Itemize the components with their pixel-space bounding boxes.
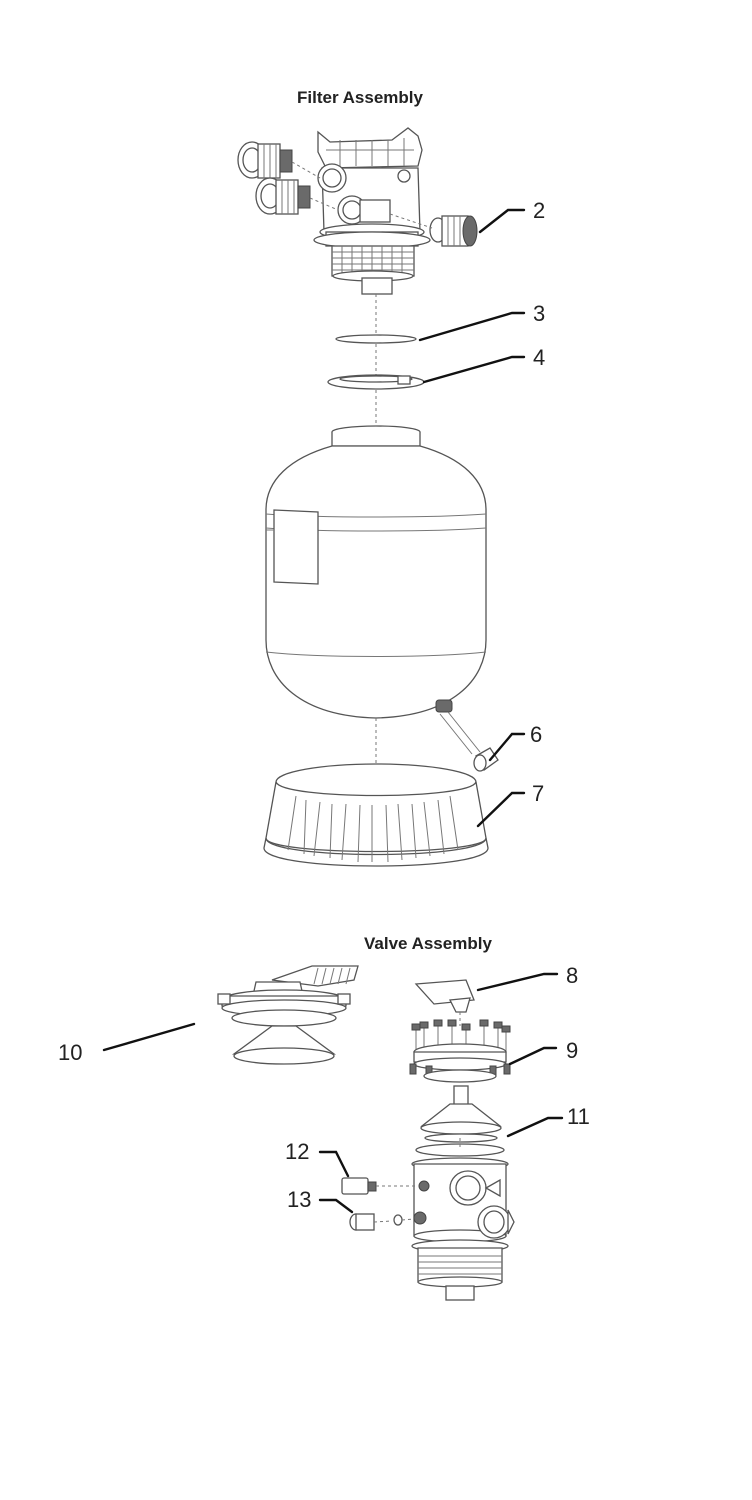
filter-assembly-title: Filter Assembly — [297, 88, 423, 107]
drain-cap-6 — [473, 747, 499, 772]
valve-body — [411, 1138, 515, 1301]
o-ring-3 — [335, 334, 417, 344]
callout-7: 7 — [532, 781, 545, 806]
callout-6: 6 — [530, 722, 543, 747]
callout-leaders — [102, 208, 564, 1214]
base-stand-7 — [263, 763, 489, 867]
callout-10: 10 — [58, 1040, 83, 1065]
callout-13: 13 — [287, 1187, 312, 1212]
valve-lid-10 — [217, 965, 359, 1065]
sight-glass-13 — [349, 1213, 415, 1231]
rotor-11 — [420, 1085, 502, 1143]
callout-12: 12 — [285, 1139, 310, 1164]
union-fittings-2 — [237, 141, 478, 247]
bolts-and-cover-9 — [409, 1019, 511, 1083]
multiport-valve-top — [313, 127, 431, 295]
handle-8 — [414, 979, 475, 1013]
callout-3: 3 — [533, 301, 546, 326]
callout-9: 9 — [566, 1038, 579, 1063]
filter-tank — [265, 425, 487, 755]
callout-4: 4 — [533, 345, 546, 370]
pressure-gauge-port-12 — [341, 1177, 418, 1195]
callout-8: 8 — [566, 963, 579, 988]
clamp-ring-4 — [327, 374, 425, 390]
callout-11: 11 — [567, 1104, 590, 1129]
callout-2: 2 — [533, 198, 546, 223]
valve-assembly-title: Valve Assembly — [364, 934, 492, 953]
